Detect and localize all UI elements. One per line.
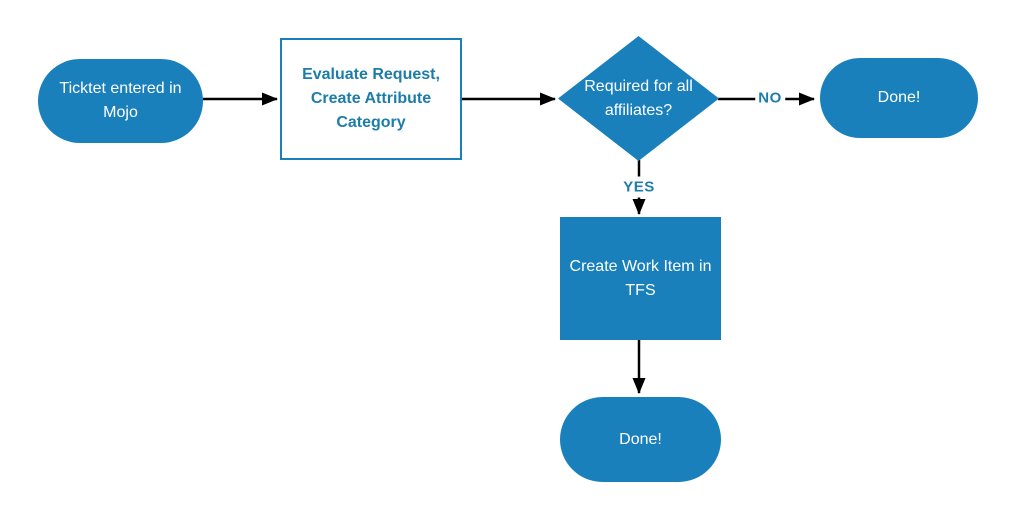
- node-decision-required-for-affiliates: Required for all affiliates?: [558, 36, 719, 161]
- node-done-final-label: Done!: [619, 430, 662, 448]
- node-create-work-item-label: Create Work Item in TFS: [569, 257, 712, 299]
- node-start-label: Ticktet entered in Mojo: [59, 80, 182, 121]
- node-start-ticket-entered: Ticktet entered in Mojo: [38, 59, 203, 143]
- edge-label-yes: YES: [622, 176, 656, 198]
- node-done-no-branch: Done!: [820, 58, 978, 138]
- node-create-work-item: Create Work Item in TFS: [560, 217, 721, 340]
- node-done-no-label: Done!: [877, 89, 921, 106]
- node-evaluate-request: Evaluate Request, Create Attribute Categ…: [280, 38, 462, 160]
- node-decision-label: Required for all affiliates?: [584, 77, 693, 119]
- edge-label-no: NO: [755, 89, 785, 107]
- node-evaluate-label: Evaluate Request, Create Attribute Categ…: [302, 66, 440, 131]
- node-done-final: Done!: [560, 397, 721, 482]
